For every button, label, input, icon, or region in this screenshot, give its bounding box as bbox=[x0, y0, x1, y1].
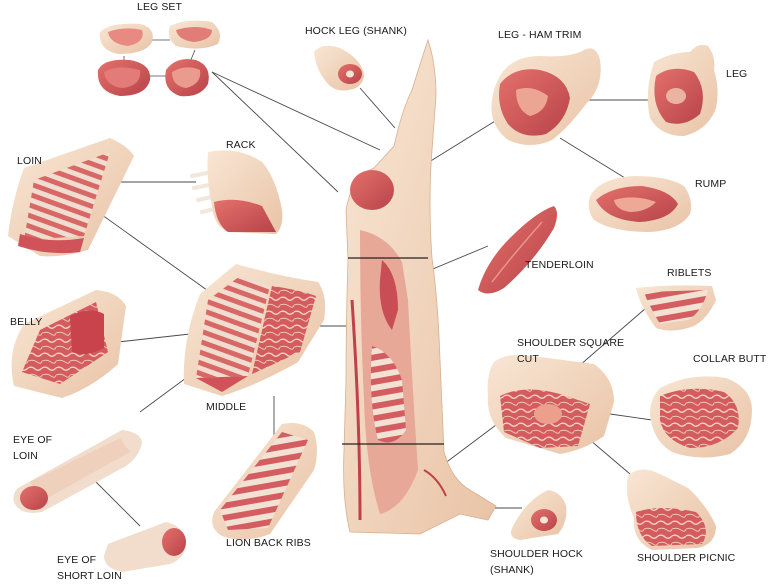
label-eye-of-loin-line1: EYE OF bbox=[13, 434, 53, 446]
connector-eye-short-loin bbox=[91, 477, 141, 527]
rack-cut bbox=[190, 150, 283, 234]
label-shoulder-square-cut-line2: CUT bbox=[517, 353, 539, 365]
label-shoulder-hock-line2: (SHANK) bbox=[490, 564, 534, 576]
label-middle: MIDDLE bbox=[206, 401, 247, 413]
lion-back-ribs-cut bbox=[212, 423, 317, 540]
hock-leg-cut bbox=[314, 45, 364, 91]
half-carcass bbox=[342, 38, 497, 535]
connector-belly bbox=[117, 333, 191, 343]
label-riblets: RIBLETS bbox=[667, 267, 712, 279]
middle-cut bbox=[183, 264, 326, 396]
label-shoulder-hock-line1: SHOULDER HOCK bbox=[490, 548, 583, 560]
rump-cut bbox=[588, 176, 692, 232]
label-shoulder-square-cut-line1: SHOULDER SQUARE bbox=[517, 337, 625, 349]
loin-cut bbox=[8, 138, 134, 257]
connector-collar-butt bbox=[609, 413, 653, 421]
leg-ham-trim-cut bbox=[491, 48, 601, 146]
connector-eye-of-loin bbox=[139, 377, 187, 413]
label-eye-of-short-loin-line1: EYE OF bbox=[57, 554, 97, 566]
tenderloin-cut bbox=[478, 206, 557, 294]
belly-cut bbox=[11, 290, 127, 398]
label-eye-of-loin-line2: LOIN bbox=[13, 450, 38, 462]
label-leg-set: LEG SET bbox=[137, 1, 183, 13]
shoulder-hock-cut bbox=[511, 490, 567, 540]
connector-hock-leg bbox=[359, 87, 396, 129]
label-belly: BELLY bbox=[10, 316, 43, 328]
shoulder-picnic-cut bbox=[626, 469, 716, 550]
label-collar-butt: COLLAR BUTT bbox=[693, 353, 767, 365]
label-lion-back-ribs: LION BACK RIBS bbox=[226, 537, 311, 549]
connector-picnic bbox=[589, 439, 631, 475]
label-loin: LOIN bbox=[17, 155, 42, 167]
connector-leg-set bbox=[211, 71, 339, 193]
label-eye-of-short-loin-line2: SHORT LOIN bbox=[57, 570, 122, 582]
label-hock-leg: HOCK LEG (SHANK) bbox=[305, 25, 407, 37]
eye-of-short-loin-cut bbox=[104, 522, 186, 572]
shoulder-square-cut bbox=[487, 354, 614, 454]
label-rack: RACK bbox=[226, 139, 256, 151]
label-leg-ham-trim: LEG - HAM TRIM bbox=[498, 29, 582, 41]
riblets-cut bbox=[636, 285, 716, 331]
label-rump: RUMP bbox=[695, 178, 727, 190]
connector-loin bbox=[97, 211, 219, 299]
eye-of-loin-cut bbox=[13, 430, 142, 513]
leg-set-cut bbox=[97, 20, 220, 97]
label-shoulder-picnic: SHOULDER PICNIC bbox=[637, 552, 736, 564]
connector-riblets bbox=[571, 307, 647, 373]
connector-rump bbox=[559, 137, 626, 179]
collar-butt-cut bbox=[650, 376, 752, 458]
label-tenderloin: TENDERLOIN bbox=[525, 259, 594, 271]
label-leg: LEG bbox=[726, 68, 748, 80]
connector-leg-set-2 bbox=[211, 71, 381, 151]
leg-cut bbox=[647, 44, 718, 136]
